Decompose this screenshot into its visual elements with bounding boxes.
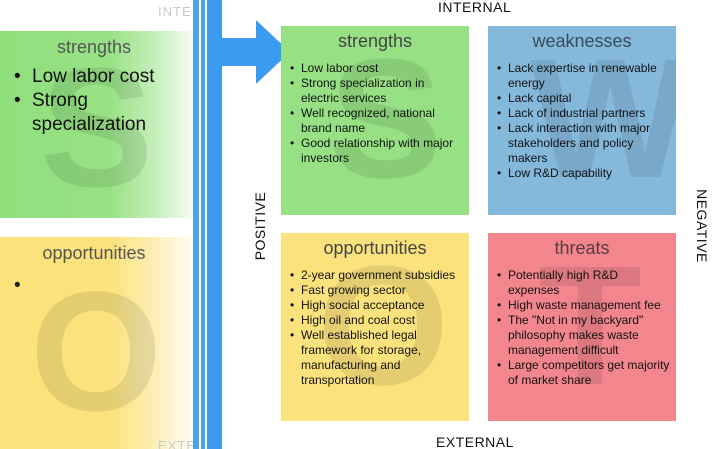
list-item: Lack expertise in renewable energy xyxy=(494,61,672,91)
list-item: Lack of industrial partners xyxy=(494,106,672,121)
list-item: Strong specialization in electric servic… xyxy=(287,76,465,106)
list-item: Lack interaction with major stakeholders… xyxy=(494,121,672,166)
divider-stripe xyxy=(201,0,205,449)
axis-label-positive: POSITIVE xyxy=(252,191,268,261)
list-item: High oil and coal cost xyxy=(287,313,465,328)
axis-label-internal: INTERNAL xyxy=(438,0,512,15)
list-item: Good relationship with major investors xyxy=(287,136,465,166)
opportunities-title: opportunities xyxy=(323,238,427,258)
threats-list: Potentially high R&D expenses High waste… xyxy=(494,268,672,388)
ghost-strengths-list: Low labor cost Strong specialization xyxy=(12,65,192,137)
list-item: Low labor cost xyxy=(12,65,192,89)
zoom-arrow-icon xyxy=(220,20,290,84)
list-item: High waste management fee xyxy=(494,298,672,313)
list-item: 2-year government subsidies xyxy=(287,268,465,283)
list-item: Low R&D capability xyxy=(494,166,672,181)
list-item: High social acceptance xyxy=(287,298,465,313)
strengths-title: strengths xyxy=(337,31,413,51)
opportunities-list: 2-year government subsidies Fast growing… xyxy=(287,268,465,388)
ghost-external-label: EXTE xyxy=(158,438,196,449)
threats-quadrant: T threats Potentially high R&D expenses … xyxy=(488,233,676,421)
weaknesses-title: weaknesses xyxy=(532,31,632,51)
list-item: Strong specialization xyxy=(12,89,192,137)
ghost-opportunities-title: opportunities xyxy=(42,243,146,263)
list-item: Well established legal framework for sto… xyxy=(287,328,465,388)
ghost-strengths-title: strengths xyxy=(56,37,132,57)
strengths-quadrant: S strengths Low labor cost Strong specia… xyxy=(281,26,469,215)
divider-stripe xyxy=(207,0,222,449)
axis-label-external: EXTERNAL xyxy=(436,434,514,449)
list-item: The "Not in my backyard" philosophy make… xyxy=(494,313,672,358)
list-item: Large competitors get majority of market… xyxy=(494,358,672,388)
divider-stripe xyxy=(193,0,199,449)
axis-label-negative: NEGATIVE xyxy=(694,189,710,263)
ghost-strengths-panel: S strengths Low labor cost Strong specia… xyxy=(0,31,200,218)
weaknesses-list: Lack expertise in renewable energy Lack … xyxy=(494,61,672,181)
list-item: Low labor cost xyxy=(287,61,465,76)
list-item: Potentially high R&D expenses xyxy=(494,268,672,298)
opportunities-quadrant: O opportunities 2-year government subsid… xyxy=(281,233,469,421)
ghost-internal-label: INTE xyxy=(158,4,192,19)
ghost-opportunities-panel: O opportunities • xyxy=(0,237,200,449)
ghost-empty-bullet: • xyxy=(14,275,21,296)
list-item: Lack capital xyxy=(494,91,672,106)
weaknesses-quadrant: W weaknesses Lack expertise in renewable… xyxy=(488,26,676,215)
threats-title: threats xyxy=(554,238,610,258)
list-item: Well recognized, national brand name xyxy=(287,106,465,136)
ghost-opportunities-letter: O xyxy=(30,257,163,447)
strengths-list: Low labor cost Strong specialization in … xyxy=(287,61,465,166)
list-item: Fast growing sector xyxy=(287,283,465,298)
